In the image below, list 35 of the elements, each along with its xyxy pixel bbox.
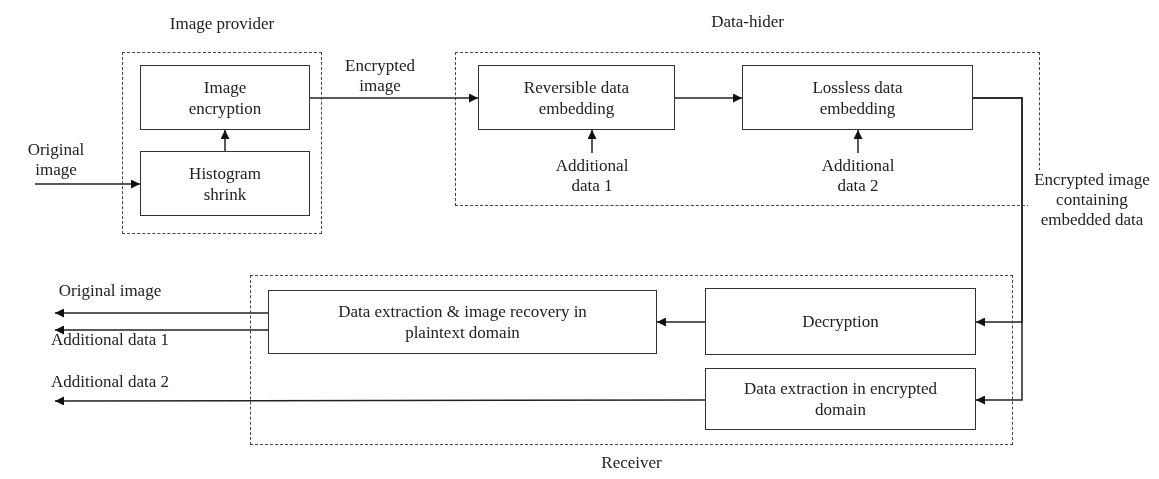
arrow	[656, 317, 706, 327]
box-label: Lossless data embedding	[811, 76, 904, 119]
arrow	[853, 129, 863, 154]
arrow	[220, 129, 230, 152]
process-box	[705, 368, 976, 430]
arrow	[54, 308, 269, 318]
process-box	[140, 151, 310, 216]
data-text: Additional data 1	[554, 156, 630, 196]
group-title: Data-hider	[710, 12, 785, 32]
process-box	[478, 65, 675, 130]
box-label: Decryption	[802, 311, 879, 332]
box-label: Data extraction in encrypted domain	[742, 378, 939, 420]
arrow	[34, 179, 141, 189]
data-text: Additional data 1	[51, 330, 169, 350]
arrow	[54, 325, 269, 335]
arrow	[674, 93, 743, 103]
process-box	[268, 290, 657, 354]
process-box	[705, 288, 976, 355]
process-box	[742, 65, 973, 130]
box-label: Image encryption	[187, 76, 263, 119]
group-title: Image provider	[168, 14, 276, 34]
arrow	[309, 93, 479, 103]
arrow	[54, 396, 706, 406]
process-group	[122, 14, 322, 234]
arrow	[972, 97, 1023, 405]
data-text: Original image	[26, 140, 86, 180]
arrow	[587, 129, 597, 154]
box-label: Data extraction & image recovery in plaintext domain	[337, 301, 588, 343]
data-text: Original image	[58, 281, 162, 301]
box-label: Histogram shrink	[188, 162, 262, 205]
box-label: Reversible data embedding	[522, 76, 631, 119]
process-box	[140, 65, 310, 130]
data-text: Additional data 2	[820, 156, 896, 196]
data-text: Additional data 2	[51, 372, 169, 392]
group-title: Receiver	[600, 453, 663, 473]
